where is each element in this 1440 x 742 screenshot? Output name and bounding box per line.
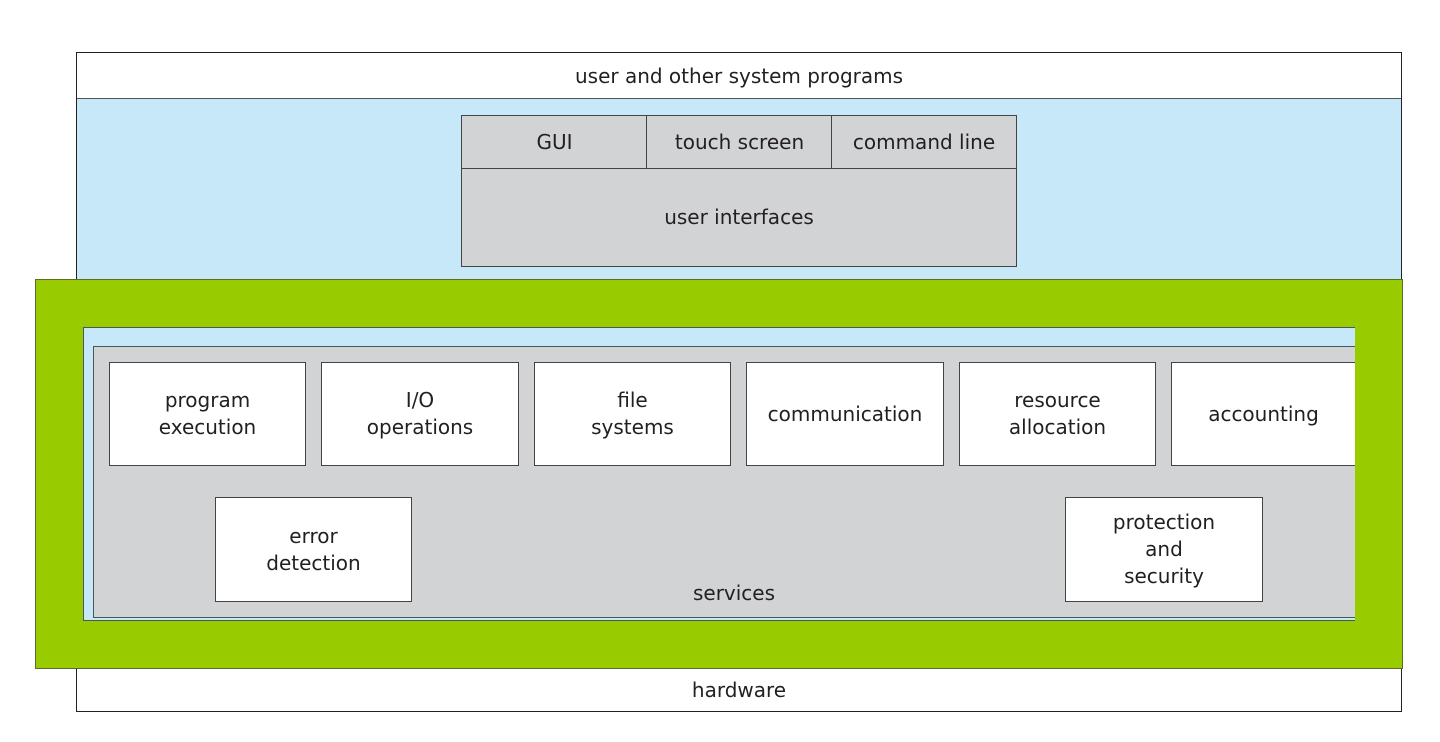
user-programs-layer: [77, 53, 1401, 99]
service-program-execution: program execution: [109, 362, 306, 466]
ui-touch-screen: touch screen: [646, 115, 833, 169]
service-file-systems: file systems: [534, 362, 731, 466]
ui-gui: GUI: [461, 115, 648, 169]
service-communication: communication: [746, 362, 944, 466]
ui-command-line: command line: [831, 115, 1017, 169]
services-label: services: [692, 580, 776, 605]
user-interfaces-label: user interfaces: [664, 205, 814, 229]
service-io-operations: I/O operations: [321, 362, 519, 466]
user-programs-label: user and other system programs: [574, 63, 904, 88]
service-resource-allocation: resource allocation: [959, 362, 1156, 466]
service-error-detection: error detection: [215, 497, 412, 602]
service-accounting: accounting: [1171, 362, 1355, 466]
service-protection-security: protection and security: [1065, 497, 1263, 602]
hardware-label: hardware: [691, 677, 787, 702]
